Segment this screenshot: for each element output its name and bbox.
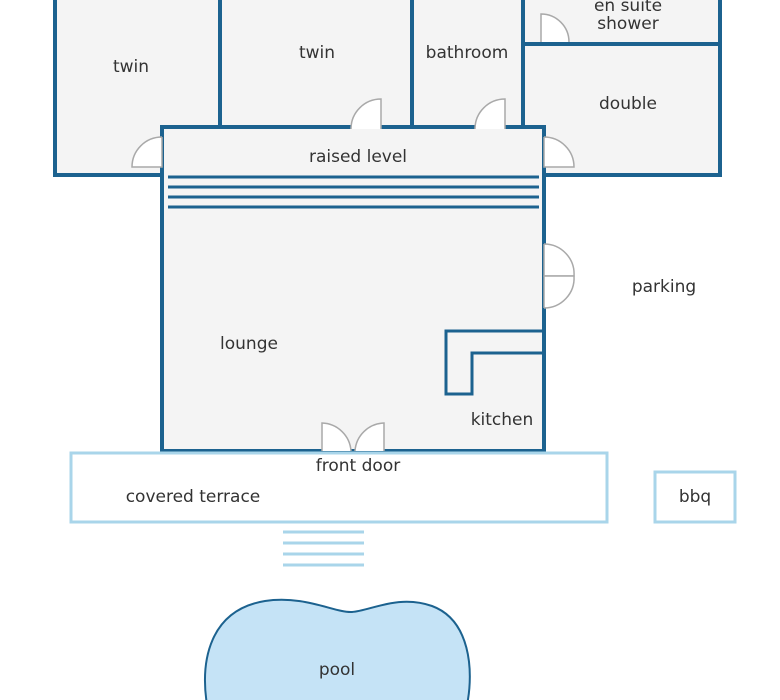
bbq-area [653, 470, 737, 524]
en-suite-door [540, 13, 570, 43]
covered-terrace-area [69, 451, 609, 524]
doors [131, 13, 575, 452]
raised-level-label: raised level [309, 147, 407, 167]
twin-right-label: twin [299, 43, 335, 63]
kitchen-counter [444, 329, 544, 396]
twin-door [350, 98, 382, 130]
bathroom-door [474, 98, 506, 130]
outdoor-area [69, 451, 737, 700]
parking-door-lower [543, 275, 575, 309]
bathroom-room [410, 0, 525, 132]
twin-right-room [218, 0, 414, 132]
raised-level-right-door [543, 136, 575, 168]
pool-label: pool [319, 660, 355, 680]
twin-left-room [53, 0, 222, 177]
lounge-label: lounge [220, 334, 278, 354]
covered-terrace-label: covered terrace [126, 487, 261, 507]
front-door-left [321, 422, 352, 452]
bbq-label: bbq [679, 487, 711, 507]
main-house-outline [160, 125, 546, 453]
en-suite-label-line1: en suite [594, 0, 662, 16]
kitchen-label: kitchen [471, 410, 534, 430]
bathroom-label: bathroom [426, 43, 509, 63]
front-door-right [354, 422, 385, 452]
parking-label: parking [632, 277, 696, 297]
parking-door-upper [543, 243, 575, 277]
main-house [160, 125, 546, 453]
en-suite-label-line2: shower [597, 14, 658, 34]
double-label: double [599, 94, 657, 114]
front-door-label: front door [316, 456, 400, 476]
pool-shape [204, 598, 471, 700]
twin-left-label: twin [113, 57, 149, 77]
raised-level-left-door [131, 136, 163, 168]
labels: twin twin bathroom en suite shower doubl… [113, 0, 711, 680]
